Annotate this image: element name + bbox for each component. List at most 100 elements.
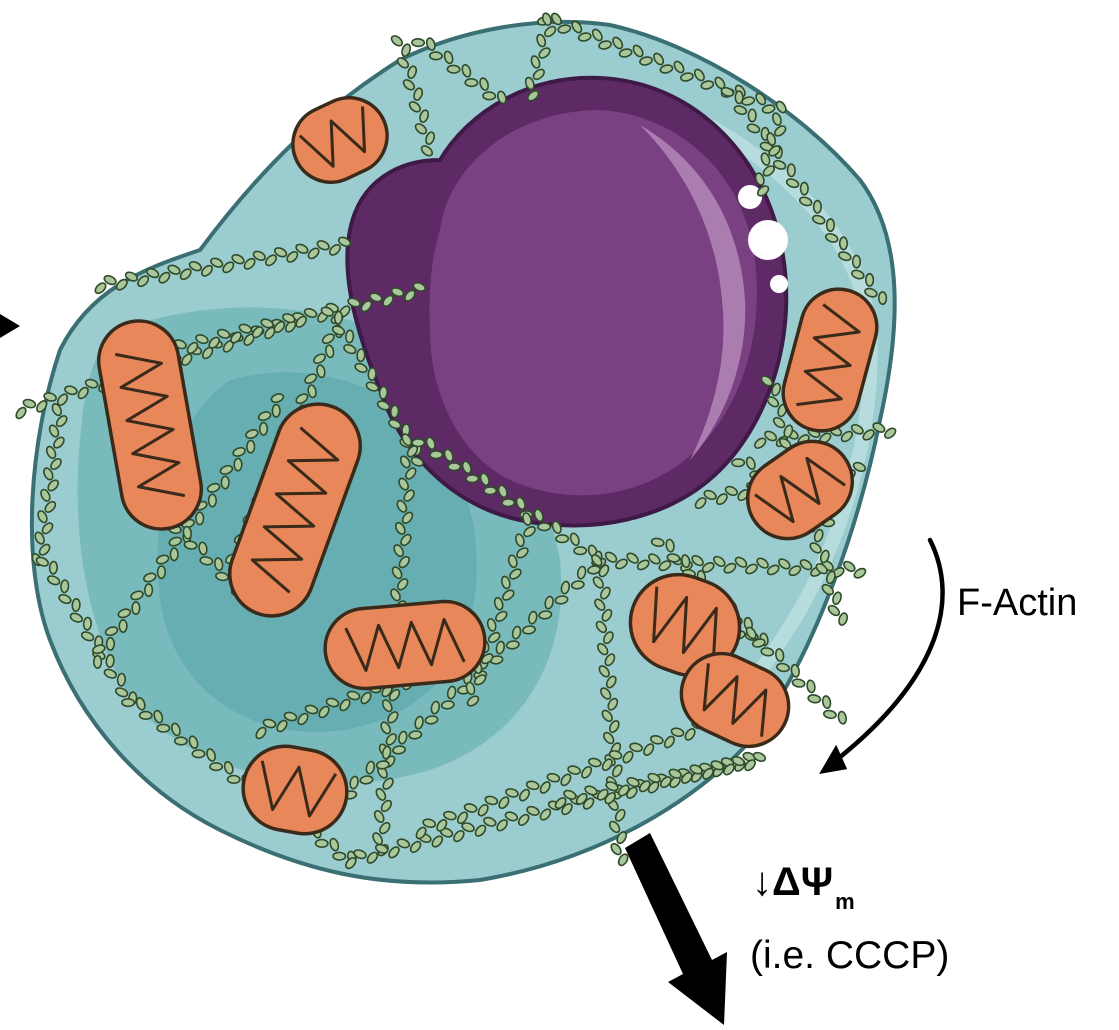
actin-bead (756, 557, 769, 569)
actin-bead (400, 533, 412, 547)
actin-bead (36, 400, 48, 413)
actin-bead (632, 44, 644, 58)
actin-bead (404, 289, 416, 302)
actin-bead (639, 56, 653, 66)
actin-bead (105, 654, 115, 668)
actin-bead (115, 278, 128, 291)
actin-bead (410, 456, 424, 467)
actin-bead (643, 743, 655, 756)
actin-bead (388, 688, 401, 702)
actin-bead (273, 320, 286, 334)
actin-bead (307, 247, 320, 260)
actin-bead (156, 565, 167, 580)
actin-bead (44, 500, 57, 513)
mitochondrion-cristae (796, 303, 861, 407)
mitochondrion (745, 439, 855, 541)
actin-bead (401, 43, 412, 57)
actin-bead (496, 819, 508, 832)
actin-bead (428, 51, 443, 61)
actin-bead (367, 367, 377, 381)
actin-bead (325, 697, 340, 708)
actin-bead (465, 474, 480, 484)
actin-bead (82, 616, 93, 631)
actin-bead (409, 840, 422, 854)
actin-bead (246, 439, 256, 454)
actin-bead (605, 675, 617, 689)
actin-bead (843, 560, 856, 573)
actin-bead (604, 653, 616, 667)
actin-bead (398, 555, 411, 569)
actin-bead (515, 496, 526, 511)
actin-bead (501, 498, 516, 508)
actin-bead (69, 612, 83, 623)
actin-bead (811, 214, 826, 225)
actin-filament (524, 12, 557, 102)
actin-filament (390, 35, 436, 157)
actin-bead (329, 837, 340, 852)
actin-bead (206, 482, 221, 493)
actin-bead (618, 48, 633, 58)
actin-bead (596, 788, 609, 801)
actin-bead (58, 593, 72, 605)
actin-bead (360, 691, 372, 705)
actin-bead (746, 123, 761, 134)
actin-bead (251, 326, 264, 339)
actin-bead (495, 610, 508, 622)
actin-bead (303, 307, 318, 319)
actin-bead (862, 429, 875, 441)
actin-bead (390, 287, 405, 298)
actin-bead (365, 381, 379, 392)
actin-bead (838, 251, 852, 262)
actin-bead (92, 654, 103, 669)
actin-bead (771, 382, 782, 397)
actin-bead (216, 328, 231, 339)
actin-bead (347, 297, 361, 308)
actin-bead (316, 240, 330, 251)
actin-bead (262, 718, 277, 729)
actin-bead (105, 636, 116, 651)
actin-bead (56, 393, 69, 406)
actin-bead (806, 679, 816, 694)
actin-bead (597, 642, 609, 656)
actin-bead (401, 433, 413, 447)
actin-bead (617, 853, 629, 867)
actin-bead (571, 20, 583, 34)
actin-bead (179, 268, 192, 281)
actin-bead (772, 416, 786, 429)
actin-bead (359, 775, 374, 785)
actin-bead (791, 678, 806, 688)
actin-bead (594, 598, 606, 611)
actin-bead (170, 722, 181, 737)
actin-bead (365, 760, 376, 775)
actin-bead (22, 398, 37, 409)
actin-bead (271, 403, 281, 418)
actin-bead (760, 152, 771, 166)
actin-bead (546, 772, 561, 783)
actin-bead (774, 125, 787, 137)
actin-bead (394, 521, 406, 535)
actin-bead (541, 12, 552, 26)
actin-bead (703, 489, 717, 501)
actin-bead (324, 344, 335, 359)
actin-bead (387, 711, 399, 724)
actin-bead (479, 472, 490, 487)
actin-bead (604, 551, 618, 563)
actin-bead (283, 711, 298, 722)
actin-bead (331, 325, 346, 336)
actin-bead (733, 105, 748, 116)
actin-bead (219, 464, 234, 475)
actin-bead (561, 802, 573, 816)
actin-bead (629, 742, 643, 753)
actin-bead (600, 687, 612, 700)
actin-bead (771, 112, 782, 126)
membrane-potential-text: ↓ΔΨ (752, 860, 834, 904)
actin-bead (819, 549, 830, 564)
actin-bead (605, 781, 619, 792)
actin-bead (539, 808, 552, 821)
actin-bead (80, 631, 95, 642)
depolarization-arrow (625, 833, 727, 1025)
actin-bead (407, 65, 418, 79)
actin-bead (760, 375, 774, 387)
actin-bead (601, 758, 613, 772)
actin-bead (799, 559, 813, 571)
